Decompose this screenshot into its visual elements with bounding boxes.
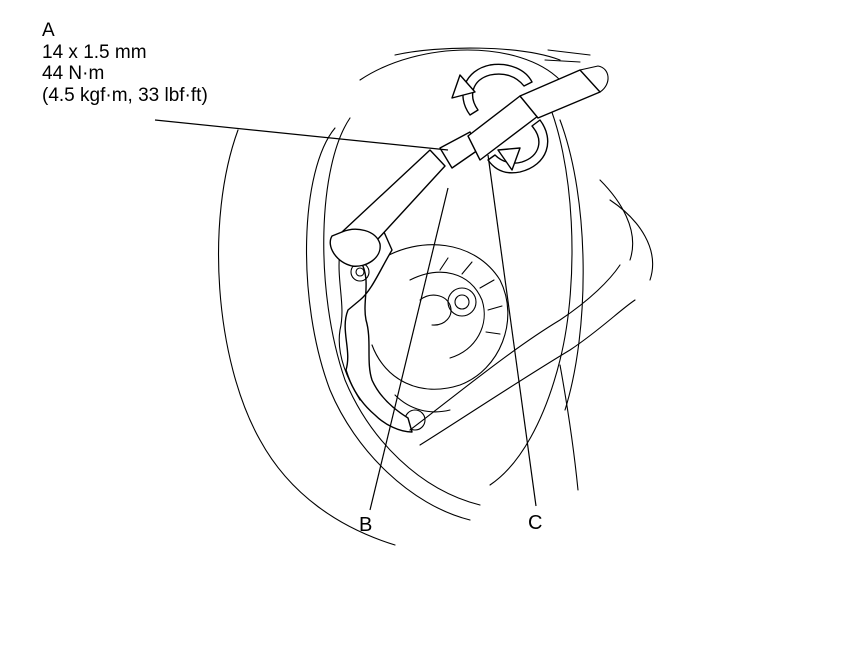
wheel-outline	[218, 47, 584, 546]
label-b: B	[359, 514, 373, 536]
rotation-arrow	[451, 63, 549, 174]
callout-a: A 14 x 1.5 mm 44 N·m (4.5 kgf·m, 33 lbf·…	[42, 20, 208, 106]
caliper-knuckle	[337, 223, 413, 433]
label-c: C	[528, 512, 543, 534]
brake-disc-hub	[371, 244, 509, 431]
bolt-size: 14 x 1.5 mm	[42, 41, 147, 63]
torque-nm: 44 N·m	[42, 63, 105, 84]
torque-wrench	[329, 49, 609, 267]
torque-alt-units: (4.5 kgf·m, 33 lbf·ft)	[42, 84, 208, 106]
lower-arm	[409, 179, 654, 446]
callout-a-letter: A	[42, 20, 55, 41]
leader-lines	[154, 119, 537, 511]
